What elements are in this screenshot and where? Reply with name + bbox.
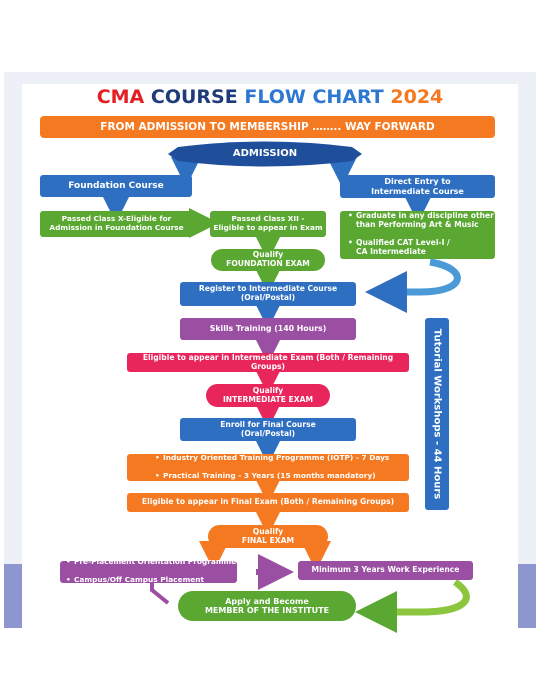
eligible-intermediate-box: Eligible to appear in Intermediate Exam …	[127, 353, 409, 372]
register-intermediate-box: Register to Intermediate Course (Oral/Po…	[180, 282, 356, 306]
foundation-course-box: Foundation Course	[40, 175, 192, 197]
direct-entry-box: Direct Entry to Intermediate Course	[340, 175, 495, 198]
training-practical: Practical Training - 3 Years (15 months …	[155, 471, 409, 481]
title-part-flowchart: FLOW CHART	[244, 86, 384, 108]
arrow-experience-curve	[355, 579, 470, 633]
arrow-direct-entry-curve	[365, 258, 461, 313]
placement-box: Pre-Placement Orientation Programme Camp…	[60, 558, 237, 585]
class-x-box: Passed Class X-Eligible for Admission in…	[40, 211, 193, 237]
work-experience-box: Minimum 3 Years Work Experience	[298, 561, 473, 580]
qualify-final-box: Qualify FINAL EXAM	[208, 525, 328, 548]
tutorial-workshops-label: Tutorial Workshops - 44 Hours	[431, 328, 443, 500]
member-box: Apply and Become MEMBER OF THE INSTITUTE	[178, 591, 356, 621]
qualify-intermediate-box: Qualify INTERMEDIATE EXAM	[206, 384, 330, 407]
skills-training-box: Skills Training (140 Hours)	[180, 318, 356, 340]
right-side-band	[518, 564, 536, 628]
chart-title: CMA COURSE FLOW CHART 2024	[0, 86, 540, 108]
class-xii-box: Passed Class XII - Eligible to appear in…	[210, 211, 326, 237]
arrow-final-split	[199, 541, 331, 571]
placement-campus: Campus/Off Campus Placement	[66, 576, 237, 585]
placement-orientation: Pre-Placement Orientation Programme	[66, 558, 237, 567]
tutorial-workshops-bar: Tutorial Workshops - 44 Hours	[425, 318, 449, 510]
title-part-course: COURSE	[150, 86, 238, 108]
eligibility-graduate: Graduate in any discipline other than Pe…	[348, 211, 495, 229]
title-part-year: 2024	[390, 86, 444, 108]
admission-label: ADMISSION	[232, 148, 298, 160]
title-part-cma: CMA	[96, 86, 145, 108]
training-box: Industry Oriented Training Programme (IO…	[127, 453, 409, 481]
direct-entry-eligibility-box: Graduate in any discipline other than Pe…	[340, 211, 495, 259]
eligibility-cat: Qualified CAT Level-I / CA Intermediate	[348, 238, 495, 256]
enroll-final-box: Enroll for Final Course (Oral/Postal)	[180, 418, 356, 441]
arrow-placement-to-member	[150, 583, 170, 605]
eligible-final-box: Eligible to appear in Final Exam (Both /…	[127, 493, 409, 512]
left-side-band	[4, 564, 22, 628]
subtitle-banner: FROM ADMISSION TO MEMBERSHIP …….. WAY FO…	[40, 116, 495, 138]
qualify-foundation-box: Qualify FOUNDATION EXAM	[211, 249, 325, 271]
training-iotp: Industry Oriented Training Programme (IO…	[155, 453, 409, 463]
